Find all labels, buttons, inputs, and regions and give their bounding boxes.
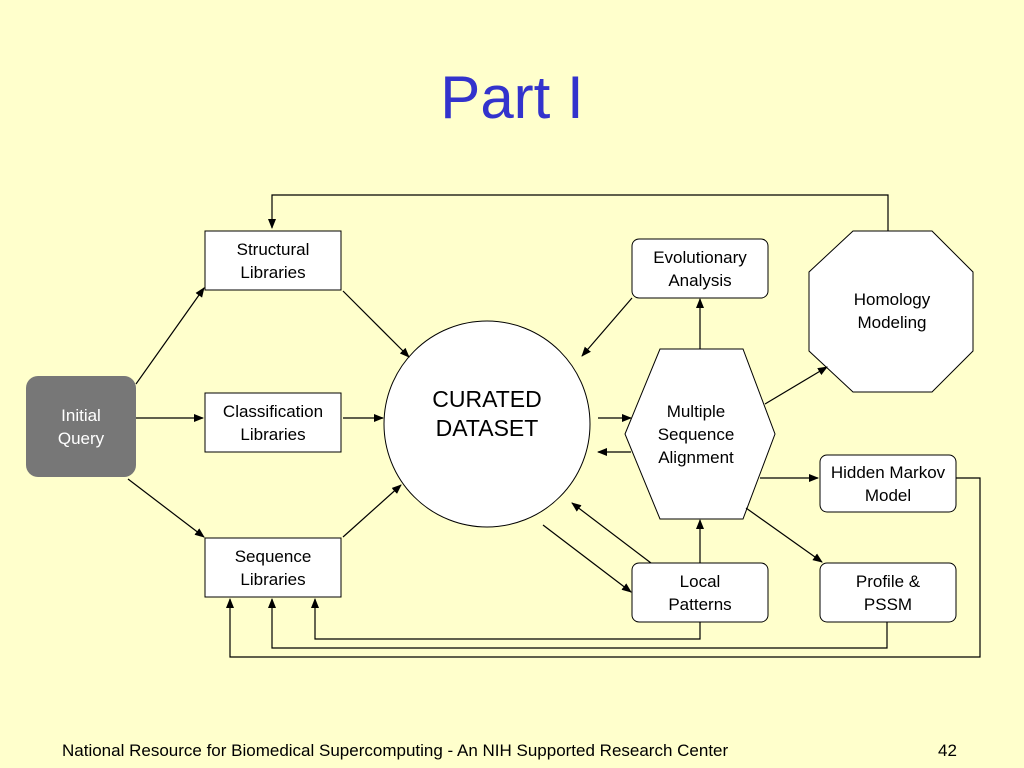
arrow-msa-to-profile	[745, 507, 823, 563]
multiple-sequence-alignment-node	[624, 348, 776, 520]
profile-pssm-node	[819, 562, 957, 623]
arrow-local-to-dataset	[571, 502, 652, 564]
homology-modeling-node	[808, 230, 974, 393]
feedback-profile-to-sequence	[268, 598, 888, 649]
page-number: 42	[938, 741, 957, 760]
footer-text: National Resource for Biomedical Superco…	[62, 741, 729, 760]
arrow-msa-to-homology	[764, 366, 828, 405]
slide-title: Part I	[440, 64, 584, 131]
hidden-markov-model-node	[819, 454, 957, 513]
arrow-sequence-to-dataset	[342, 484, 402, 538]
sequence-libraries-node	[204, 537, 342, 598]
feedback-local-to-sequence	[311, 598, 701, 640]
feedback-hmm-to-sequence	[226, 477, 981, 658]
arrow-structural-to-dataset	[342, 290, 410, 358]
profile-pssm-label: Profile &PSSM	[855, 571, 921, 614]
curated-dataset-node	[383, 320, 591, 528]
arrow-evolutionary-to-dataset	[581, 297, 633, 357]
initial-query-node	[26, 376, 136, 477]
arrow-query-to-sequence	[127, 478, 205, 538]
structural-libraries-node	[204, 230, 342, 291]
arrow-dataset-to-local	[542, 524, 632, 593]
classification-libraries-node	[204, 392, 342, 453]
feedback-homology-to-structural	[268, 194, 889, 231]
arrow-query-to-structural	[135, 287, 205, 385]
